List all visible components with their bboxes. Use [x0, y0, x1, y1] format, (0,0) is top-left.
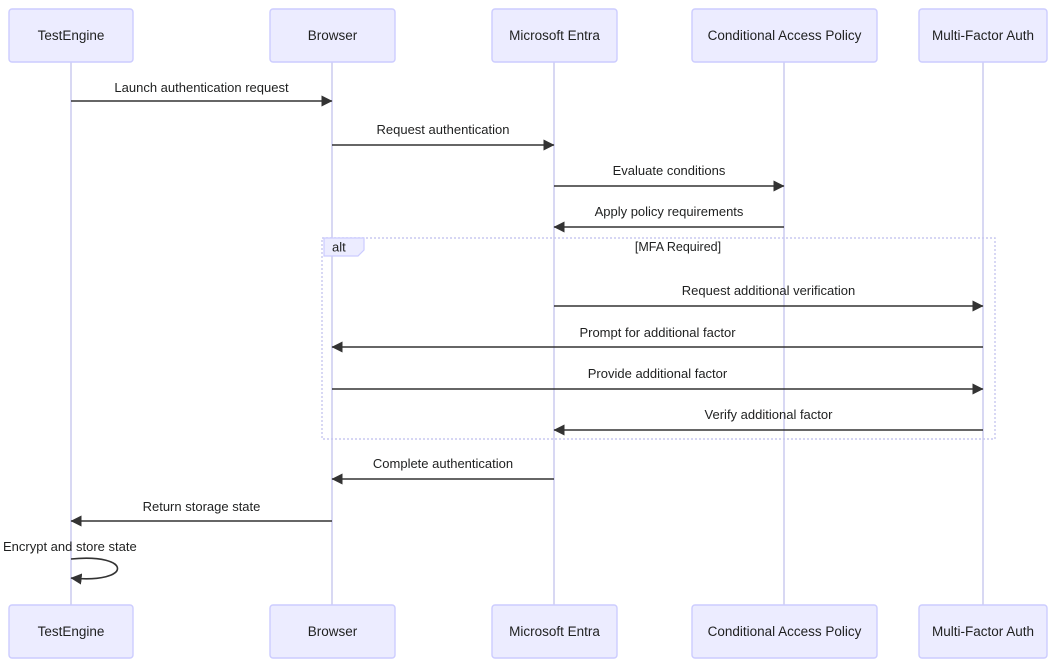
self-message-m11: Encrypt and store state: [3, 539, 137, 585]
alt-tag-shape: [323, 237, 365, 257]
participant-label-cap-top: Conditional Access Policy: [708, 28, 862, 43]
participant-label-mfa-bottom: Multi-Factor Auth: [932, 624, 1034, 639]
participant-entra-top[interactable]: Microsoft Entra: [491, 8, 618, 63]
message-label-m9: Complete authentication: [373, 456, 513, 471]
participant-browser-bottom[interactable]: Browser: [269, 604, 396, 659]
participant-testengine-bottom[interactable]: TestEngine: [8, 604, 134, 659]
participant-mfa-bottom[interactable]: Multi-Factor Auth: [918, 604, 1048, 659]
message-label-m6: Prompt for additional factor: [579, 325, 736, 340]
alt-tag-label: alt: [332, 240, 346, 255]
participant-label-browser-top: Browser: [308, 28, 358, 43]
participant-box-entra-bottom[interactable]: [491, 604, 618, 659]
participant-box-testengine-bottom[interactable]: [8, 604, 134, 659]
message-label-m8: Verify additional factor: [705, 407, 834, 422]
participant-label-browser-bottom: Browser: [308, 624, 358, 639]
participant-box-entra-top[interactable]: [491, 8, 618, 63]
participant-box-testengine-top[interactable]: [8, 8, 134, 63]
alt-block-frame: [321, 237, 996, 440]
message-label-m4: Apply policy requirements: [595, 204, 744, 219]
message-label-m5: Request additional verification: [682, 283, 855, 298]
participant-label-entra-top: Microsoft Entra: [509, 28, 600, 43]
message-label-m3: Evaluate conditions: [613, 163, 726, 178]
message-label-m2: Request authentication: [377, 122, 510, 137]
participant-label-mfa-top: Multi-Factor Auth: [932, 28, 1034, 43]
participant-entra-bottom[interactable]: Microsoft Entra: [491, 604, 618, 659]
alt-condition-label: [MFA Required]: [635, 240, 721, 254]
participant-cap-top[interactable]: Conditional Access Policy: [691, 8, 878, 63]
participant-box-mfa-bottom[interactable]: [918, 604, 1048, 659]
participant-cap-bottom[interactable]: Conditional Access Policy: [691, 604, 878, 659]
message-label-m1: Launch authentication request: [114, 80, 289, 95]
message-label-m10: Return storage state: [143, 499, 261, 514]
participant-label-testengine-top: TestEngine: [38, 28, 105, 43]
self-message-loop-path: [70, 557, 119, 585]
participant-box-browser-top[interactable]: [269, 8, 396, 63]
participant-testengine-top[interactable]: TestEngine: [8, 8, 134, 63]
participant-mfa-top[interactable]: Multi-Factor Auth: [918, 8, 1048, 63]
participant-box-browser-bottom[interactable]: [269, 604, 396, 659]
alt-block-group: alt [MFA Required]: [321, 237, 996, 440]
participant-box-mfa-top[interactable]: [918, 8, 1048, 63]
actors-bottom-group: TestEngine Browser Microsoft Entra Conditio…: [8, 604, 1048, 659]
participant-browser-top[interactable]: Browser: [269, 8, 396, 63]
lifelines-group: [70, 62, 984, 605]
participant-label-entra-bottom: Microsoft Entra: [509, 624, 600, 639]
participant-label-testengine-bottom: TestEngine: [38, 624, 105, 639]
participant-label-cap-bottom: Conditional Access Policy: [708, 624, 862, 639]
participant-box-cap-top[interactable]: [691, 8, 878, 63]
self-message-label: Encrypt and store state: [3, 539, 137, 554]
participant-box-cap-bottom[interactable]: [691, 604, 878, 659]
message-label-m7: Provide additional factor: [588, 366, 728, 381]
actors-top-group: TestEngine Browser Microsoft Entra Conditio…: [8, 8, 1048, 63]
